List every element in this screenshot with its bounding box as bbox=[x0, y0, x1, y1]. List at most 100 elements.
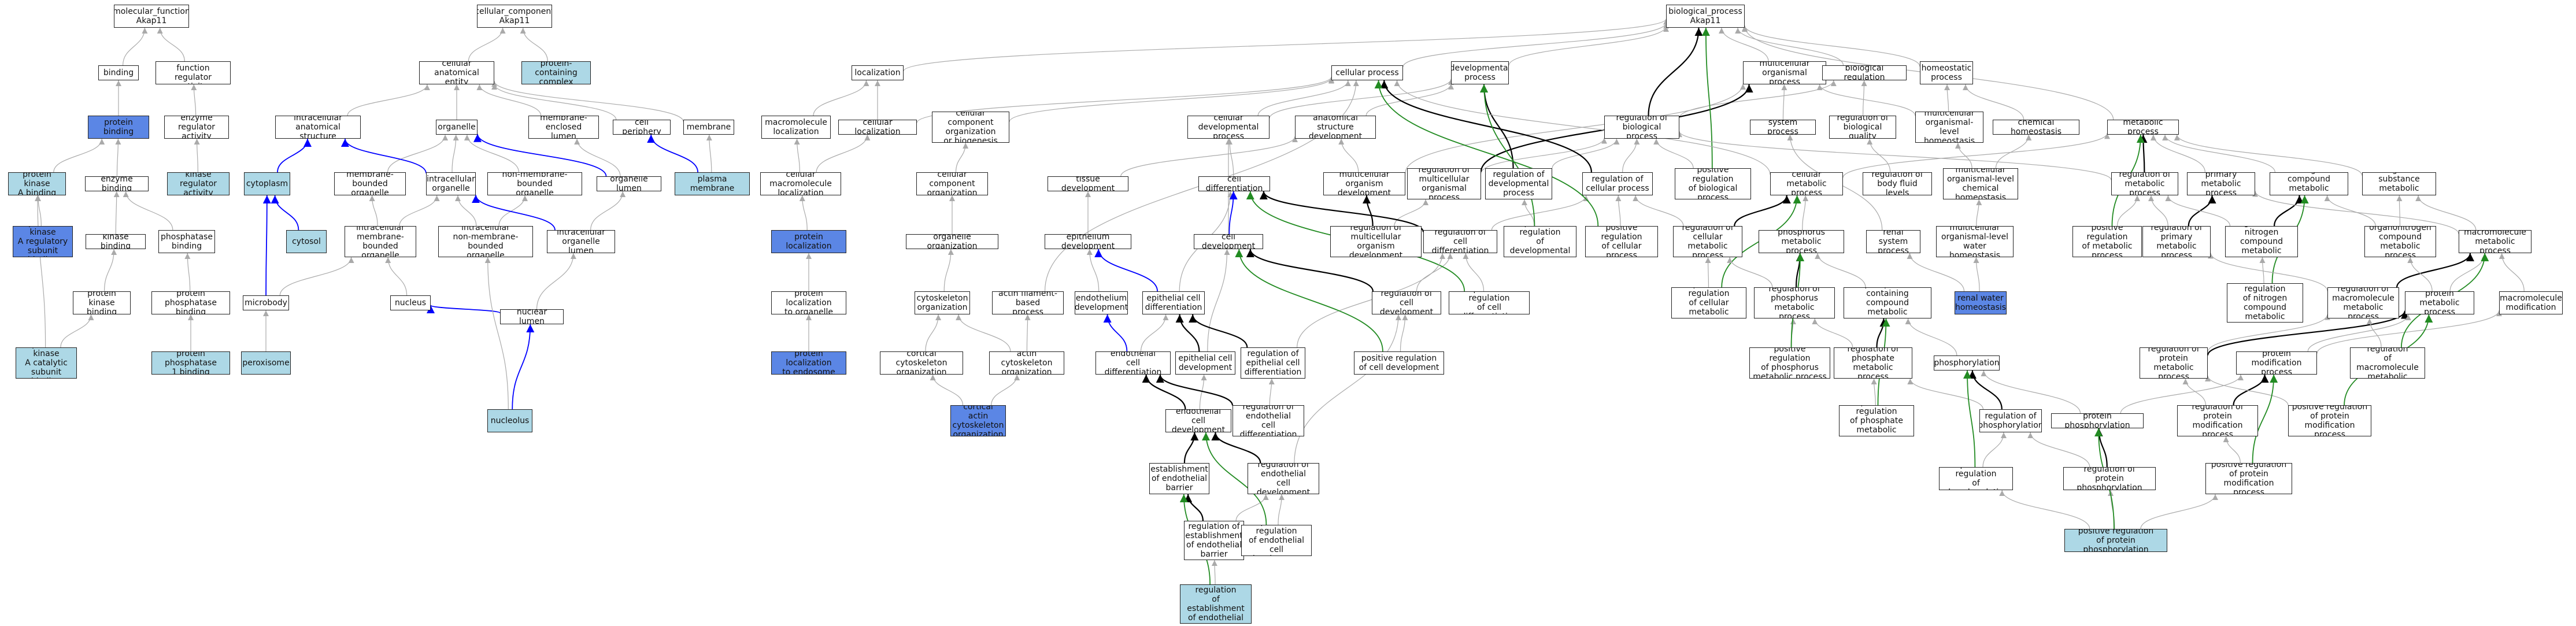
go-term-node: macromolecule modification bbox=[2499, 291, 2563, 314]
edge-is-a bbox=[491, 80, 684, 122]
edge-part-of bbox=[2207, 310, 2409, 356]
edge-is-a bbox=[1120, 136, 1298, 177]
edge-occurs-in bbox=[1094, 249, 1158, 292]
go-term-node: plasma membrane bbox=[675, 172, 750, 195]
edge-part-of bbox=[1259, 191, 1424, 232]
go-term-node: regulation of developmental process bbox=[1485, 168, 1552, 199]
edge-is-a bbox=[2366, 318, 2382, 348]
edge-is-a bbox=[476, 84, 542, 116]
go-term-node: regulation of establishment of endotheli… bbox=[1184, 521, 1244, 560]
go-term-node: non-membrane-bounded organelle bbox=[487, 172, 582, 195]
go-term-node: organonitrogen compound metabolic proces… bbox=[2364, 226, 2436, 257]
go-term-node: renal system process bbox=[1866, 230, 1920, 253]
go-term-node: regulation of phosphorus metabolic proce… bbox=[1754, 287, 1835, 318]
go-term-node: multicellular organismal-level water hom… bbox=[1936, 226, 2014, 257]
go-term-node: endothelial cell development bbox=[1165, 409, 1231, 432]
edge-pos-reg bbox=[1480, 84, 1535, 227]
edge-is-a bbox=[2027, 432, 2090, 468]
go-term-node: protein kinase binding bbox=[73, 291, 131, 314]
go-term-node: primary metabolic process bbox=[2187, 172, 2255, 195]
go-term-node: protein kinase A regulatory subunit bind… bbox=[13, 226, 73, 257]
go-term-node: regulation of nitrogen compound metaboli… bbox=[2225, 226, 2298, 257]
edge-is-a bbox=[1676, 131, 2112, 180]
edge-is-a bbox=[1235, 494, 1269, 521]
edge-is-a bbox=[2150, 134, 2205, 173]
edge-is-a bbox=[1812, 318, 1853, 348]
go-term-node: molecular_function Akap11 bbox=[114, 5, 189, 28]
edge-is-a bbox=[399, 195, 440, 227]
edge-is-a bbox=[468, 27, 506, 62]
go-term-node: biological regulation bbox=[1822, 65, 1907, 80]
edge-is-a bbox=[1679, 80, 1837, 118]
edge-is-a bbox=[1907, 253, 1965, 292]
edge-pos-reg bbox=[1374, 80, 1599, 227]
edge-part-of bbox=[1175, 314, 1200, 352]
edge-is-a bbox=[1705, 257, 1711, 288]
edge-is-a bbox=[115, 138, 121, 177]
go-term-node: kinase binding bbox=[86, 234, 146, 249]
edge-is-a bbox=[103, 249, 117, 292]
edge-is-a bbox=[1995, 134, 2032, 169]
go-term-node: anatomical structure development bbox=[1295, 116, 1376, 139]
edge-is-a bbox=[1491, 195, 1589, 231]
edge-is-a bbox=[1338, 138, 1359, 173]
go-term-node: cell differentiation bbox=[1198, 176, 1270, 191]
go-term-node: regulation of body fluid levels bbox=[1863, 172, 1932, 195]
edge-pos-reg bbox=[1202, 432, 1267, 525]
edge-part-of bbox=[1876, 318, 1888, 348]
go-term-node: positive regulation of macromolecule met… bbox=[2350, 347, 2425, 379]
edge-part-of bbox=[1648, 27, 1703, 116]
go-term-node: positive regulation of biological proces… bbox=[1675, 168, 1751, 199]
edge-is-a bbox=[2182, 378, 2207, 406]
go-term-node: protein phosphatase binding bbox=[151, 291, 230, 314]
edge-is-a bbox=[1207, 249, 1230, 352]
go-term-node: peroxisome bbox=[241, 351, 291, 375]
edge-is-a bbox=[194, 138, 200, 173]
edge-is-a bbox=[794, 138, 800, 173]
edge-part-of bbox=[1184, 494, 1204, 521]
go-term-node: cellular component organization bbox=[916, 172, 988, 195]
go-term-node: cytosol bbox=[286, 230, 327, 253]
go-term-node: positive regulation of cell differentiat… bbox=[1449, 291, 1530, 314]
edge-occurs-in bbox=[277, 138, 312, 173]
go-term-node: phosphatase binding bbox=[158, 230, 215, 253]
go-term-node: microbody bbox=[243, 295, 289, 310]
go-term-node: protein modification process bbox=[2236, 351, 2317, 375]
go-term-node: regulation of multicellular organism dev… bbox=[1330, 226, 1422, 257]
edge-is-a bbox=[191, 84, 197, 116]
go-term-node: organelle organization bbox=[906, 234, 998, 249]
edge-occurs-in bbox=[1103, 314, 1128, 352]
go-term-node: regulation of phosphate metabolic proces… bbox=[1834, 347, 1912, 379]
go-term-node: cell periphery bbox=[613, 120, 671, 135]
go-term-node: regulation of protein phosphorylation bbox=[2063, 467, 2156, 490]
go-term-node: cytoskeleton organization bbox=[915, 291, 970, 314]
go-term-node: protein binding bbox=[88, 116, 149, 139]
go-term-node: positive regulation of developmental pro… bbox=[1504, 226, 1576, 257]
edge-is-a bbox=[1816, 84, 1916, 116]
go-term-node: regulation of primary metabolic process bbox=[2142, 226, 2211, 257]
edge-is-a bbox=[536, 253, 576, 310]
edge-part-of bbox=[1246, 249, 1374, 292]
edge-is-a bbox=[123, 27, 148, 66]
edge-is-a bbox=[813, 80, 869, 116]
edge-part-of bbox=[2139, 134, 2148, 173]
go-term-node: cellular macromolecule localization bbox=[760, 172, 841, 195]
go-term-node: endothelial cell differentiation bbox=[1095, 351, 1171, 375]
go-term-node: organelle bbox=[436, 120, 478, 135]
edge-is-a bbox=[35, 195, 42, 227]
edge-is-a bbox=[2140, 494, 2218, 529]
edge-is-a bbox=[369, 195, 378, 227]
edge-is-a bbox=[2148, 195, 2168, 227]
edge-is-a bbox=[1622, 138, 1640, 173]
edge-part-of bbox=[1363, 195, 1374, 227]
edge-pos-reg bbox=[1963, 370, 1976, 468]
edge-is-a bbox=[2252, 191, 2459, 234]
edge-is-a bbox=[2415, 195, 2477, 231]
edge-is-a bbox=[2207, 314, 2330, 353]
go-term-node: enzyme binding bbox=[85, 176, 149, 191]
edge-is-a bbox=[1653, 138, 1694, 169]
go-term-node: cellular anatomical entity bbox=[419, 61, 494, 84]
edge-is-a bbox=[385, 257, 408, 296]
go-term-node: regulation of cellular process bbox=[1582, 172, 1653, 195]
edge-is-a bbox=[2316, 310, 2502, 354]
